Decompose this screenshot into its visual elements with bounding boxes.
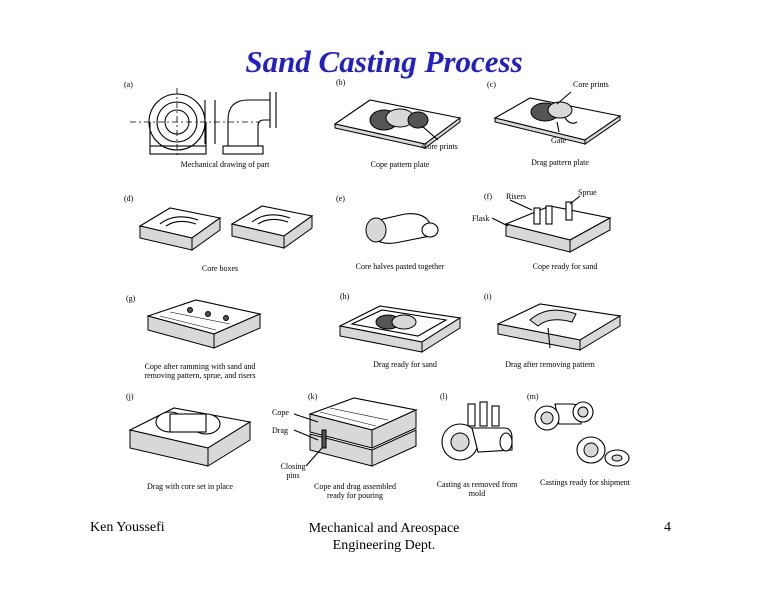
panel-f-caption: Cope ready for sand (532, 262, 598, 271)
panel-l: (l) Casting as removed from mold (430, 390, 525, 506)
drag-with-core-illustration (128, 407, 252, 467)
panel-i-letter: (i) (484, 292, 492, 301)
panel-k-callout-cope: Cope (272, 408, 289, 417)
panel-h: (h) Drag ready for sand (330, 290, 480, 384)
footer-department: Mechanical and Areospace Engineering Dep… (234, 520, 534, 554)
panel-c-callout-core-prints: Core prints (573, 80, 609, 89)
panel-k: (k) Cope Drag Closing pins Cope and drag… (270, 390, 440, 514)
panel-d-letter: (d) (124, 194, 134, 203)
panel-f-letter: (f) (484, 192, 492, 201)
panel-m: (m) Castings ready for shipment (525, 390, 645, 500)
cope-pattern-plate-illustration (333, 99, 462, 149)
panel-e-letter: (e) (336, 194, 345, 203)
panel-k-letter: (k) (308, 392, 318, 401)
panel-b-caption: Cope pattern plate (370, 160, 430, 169)
panel-m-letter: (m) (527, 392, 539, 401)
panel-d: (d) Core boxes (120, 194, 320, 286)
panel-a-letter: (a) (124, 80, 133, 89)
cope-drag-assembled-illustration (293, 397, 418, 467)
slide-title: Sand Casting Process (245, 44, 523, 79)
panel-b: (b) Core prints Cope pattern plate (330, 78, 480, 170)
panel-l-caption: Casting as removed from mold (436, 480, 518, 498)
core-halves-illustration (365, 213, 439, 244)
mechanical-drawing-illustration (130, 88, 277, 156)
panel-g-letter: (g) (126, 294, 136, 303)
drag-ready-illustration (338, 305, 462, 353)
panel-e-caption: Core halves pasted together (355, 262, 445, 271)
panel-h-letter: (h) (340, 292, 350, 301)
panel-m-caption: Castings ready for shipment (540, 478, 630, 487)
panel-b-callout-core-prints: Core prints (422, 142, 458, 151)
castings-ready-illustration (534, 401, 630, 467)
casting-removed-illustration (441, 401, 513, 461)
panel-a: (a) Mechanical drawing of part (120, 80, 320, 172)
page-number: 4 (664, 520, 671, 535)
panel-j: (j) Drag with core set in place (120, 390, 270, 500)
panel-k-callout-drag: Drag (272, 426, 288, 435)
panel-f-callout-risers: Risers (506, 192, 526, 201)
panel-c-letter: (c) (487, 80, 496, 89)
panel-e: (e) Core halves pasted together (330, 192, 480, 286)
drag-pattern-plate-illustration (493, 91, 622, 145)
panel-c-callout-gate: Gate (551, 136, 567, 145)
panel-j-caption: Drag with core set in place (147, 482, 233, 491)
panel-a-caption: Mechanical drawing of part (180, 160, 270, 169)
panel-f: (f) Risers Sprue Flask Cope ready for sa… (470, 188, 645, 284)
panel-i: (i) Drag after removing pattern (480, 290, 645, 384)
panel-f-callout-flask: Flask (472, 214, 490, 223)
core-boxes-illustration (138, 205, 314, 251)
panel-g: (g) Cope after ramming with sand and rem… (120, 292, 295, 392)
cope-ready-illustration (491, 195, 612, 253)
panel-f-callout-sprue: Sprue (578, 188, 597, 197)
panel-c: (c) Core prints Gate Drag pattern plate (485, 78, 645, 170)
panel-i-caption: Drag after removing pattern (505, 360, 595, 369)
panel-k-caption: Cope and drag assembled ready for pourin… (314, 482, 396, 500)
drag-after-removing-illustration (496, 303, 622, 351)
panel-b-letter: (b) (336, 78, 346, 87)
panel-h-caption: Drag ready for sand (373, 360, 437, 369)
panel-c-caption: Drag pattern plate (531, 158, 589, 167)
panel-d-caption: Core boxes (201, 264, 239, 273)
panel-l-letter: (l) (440, 392, 448, 401)
panel-g-caption: Cope after ramming with sand and removin… (144, 362, 256, 380)
panel-k-callout-closing-pins: Closing pins (280, 462, 306, 480)
cope-after-ramming-illustration (146, 299, 262, 349)
footer-department-line1: Mechanical and Areospace (308, 521, 460, 536)
panel-j-letter: (j) (126, 392, 134, 401)
footer-author: Ken Youssefi (90, 520, 165, 535)
footer-department-line2: Engineering Dept. (332, 538, 436, 553)
